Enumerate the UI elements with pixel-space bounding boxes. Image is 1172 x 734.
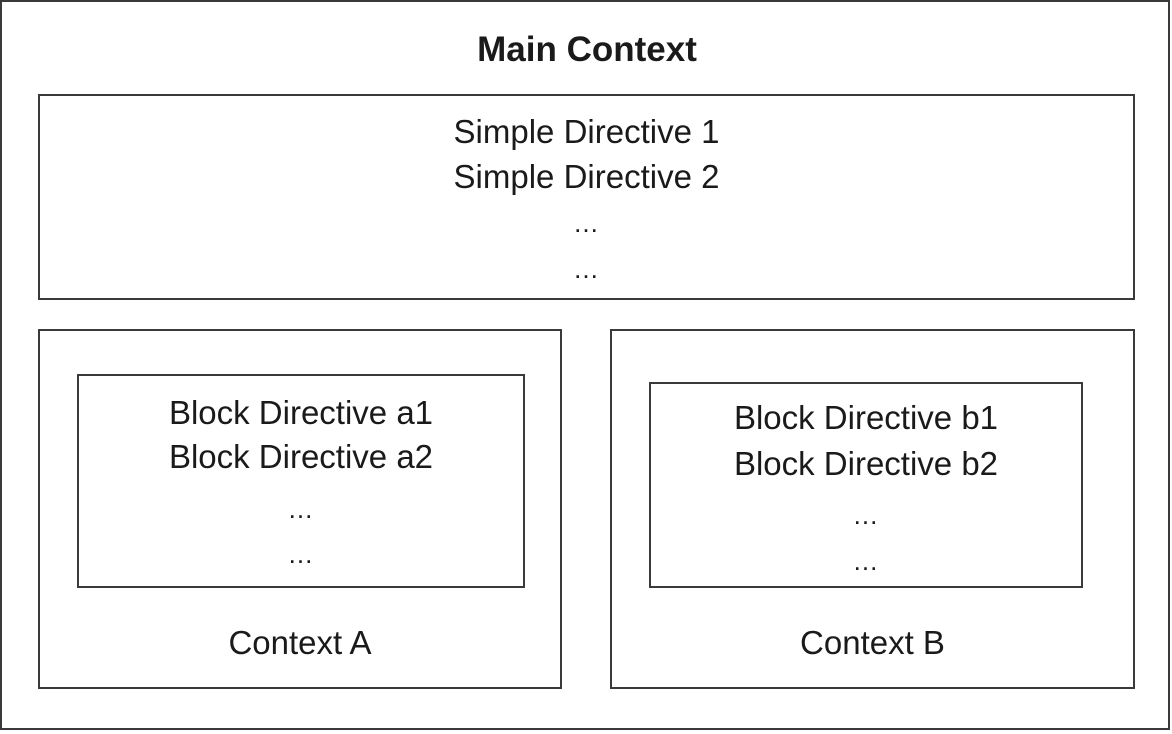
block-directive-a2: Block Directive a2 <box>168 438 434 475</box>
simple-directive-ellipsis-1: ... <box>574 208 599 238</box>
block-directive-b1: Block Directive b1 <box>733 399 999 436</box>
simple-directive-ellipsis-2: ... <box>574 254 599 284</box>
block-directive-a1: Block Directive a1 <box>168 394 434 431</box>
context-b-box: Block Directive b1 Block Directive b2 ..… <box>610 329 1135 689</box>
context-b-block-directives-box: Block Directive b1 Block Directive b2 ..… <box>649 382 1083 588</box>
simple-directive-2: Simple Directive 2 <box>453 158 720 195</box>
context-b-label: Context B <box>800 624 945 661</box>
block-directive-b2: Block Directive b2 <box>733 445 999 482</box>
context-a-block-directives-box: Block Directive a1 Block Directive a2 ..… <box>77 374 525 588</box>
block-directive-a-ellipsis-1: ... <box>288 494 314 524</box>
main-context-title: Main Context <box>477 30 697 69</box>
block-directive-b-ellipsis-2: ... <box>853 546 879 576</box>
simple-directive-1: Simple Directive 1 <box>453 113 720 150</box>
block-directive-b-ellipsis-1: ... <box>853 500 879 530</box>
simple-directives-box: Simple Directive 1 Simple Directive 2 ..… <box>38 94 1135 300</box>
block-directive-a-ellipsis-2: ... <box>288 539 314 569</box>
context-a-label: Context A <box>228 624 372 661</box>
context-a-box: Block Directive a1 Block Directive a2 ..… <box>38 329 562 689</box>
